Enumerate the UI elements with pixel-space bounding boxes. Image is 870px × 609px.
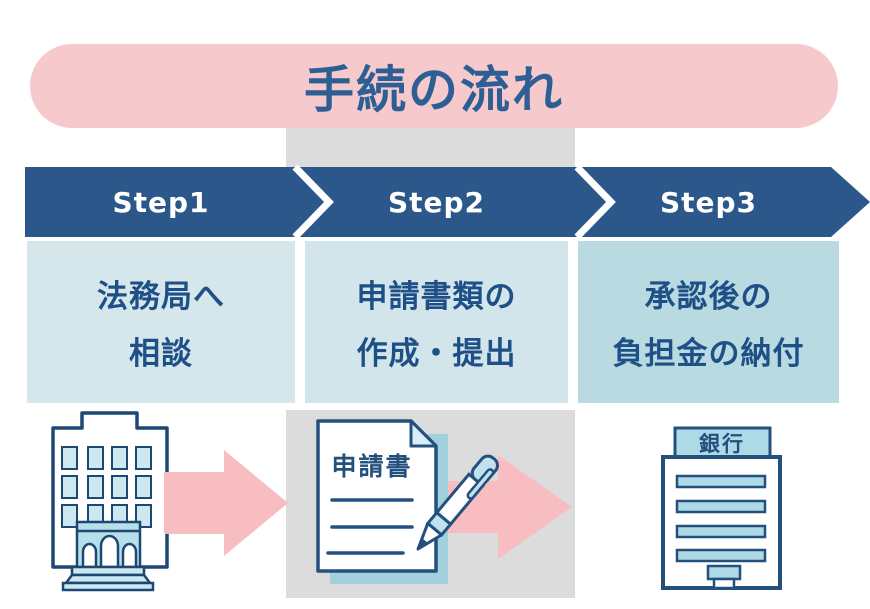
bank-window-bands	[675, 474, 767, 563]
step1-box: 法務局へ 相談	[27, 241, 295, 403]
building-base	[61, 565, 155, 592]
flow-arrow-icon	[164, 450, 288, 556]
step-arrow-band	[25, 164, 870, 240]
step3-text-line1: 承認後の	[644, 279, 773, 315]
step2-text-line1: 申請書類の	[356, 279, 517, 315]
step-arrow-shape	[25, 167, 870, 237]
application-document-icon	[316, 419, 438, 573]
pen-icon	[416, 454, 499, 551]
bank-sign-label: 銀行	[699, 432, 745, 456]
step2-text-line2: 作成・提出	[356, 336, 517, 372]
pen-clip	[466, 468, 495, 500]
bank-door	[712, 577, 736, 590]
document-text-lines	[326, 498, 414, 555]
step3-text-line2: 負担金の納付	[612, 336, 805, 372]
entrance-arches	[81, 534, 138, 569]
step3-label: Step3	[659, 185, 758, 219]
step3-box: 承認後の 負担金の納付	[578, 241, 839, 403]
bank-door-awning	[706, 564, 742, 581]
page-title: 手続の流れ	[304, 61, 564, 119]
application-document-group: 申請書	[316, 419, 572, 584]
bank-icon: 銀行	[661, 426, 782, 590]
title-banner: 手続の流れ	[30, 44, 838, 128]
step1-text-line1: 法務局へ	[97, 279, 225, 315]
chevron-divider-icon	[574, 164, 616, 240]
application-form-label: 申請書	[331, 452, 412, 481]
center-column-background-top	[286, 125, 575, 167]
chevron-divider-icon	[292, 164, 334, 240]
step2-label: Step2	[387, 185, 486, 219]
government-building-icon	[51, 411, 169, 592]
step1-label: Step1	[112, 185, 210, 219]
step1-text-line2: 相談	[129, 336, 193, 372]
folded-corner	[409, 419, 438, 448]
step2-box: 申請書類の 作成・提出	[305, 241, 568, 403]
